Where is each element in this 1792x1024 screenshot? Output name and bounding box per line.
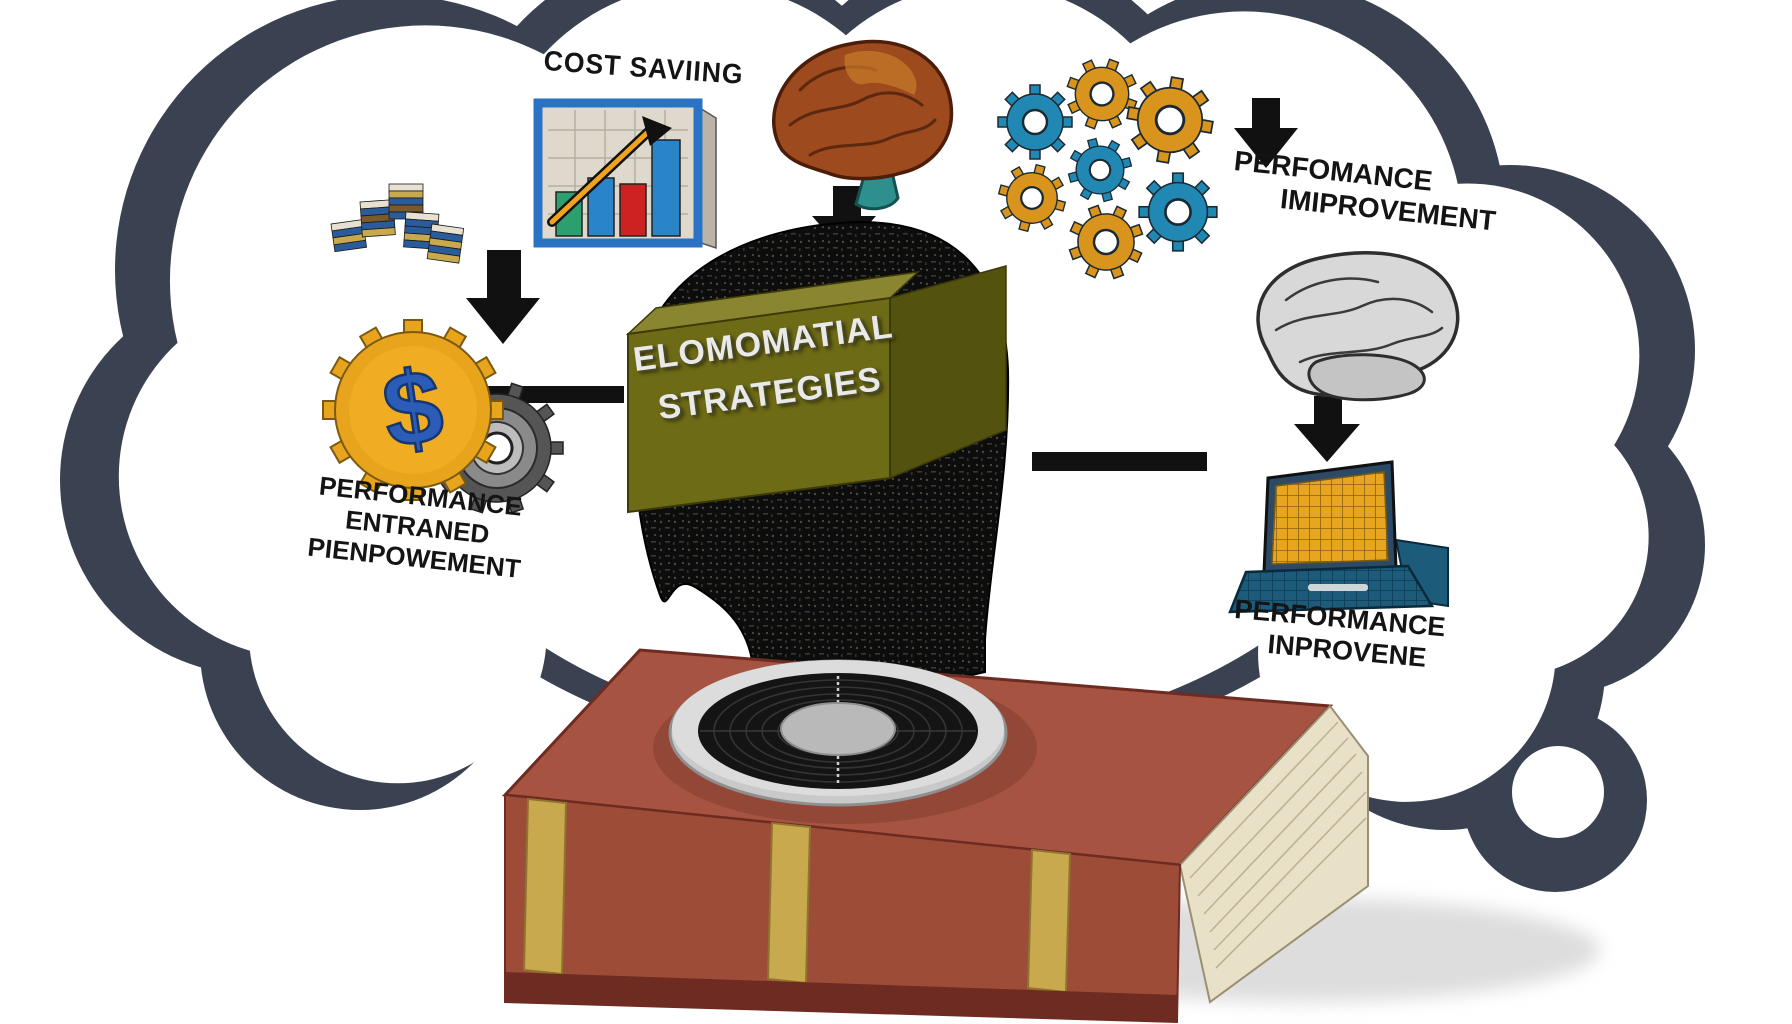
book-gold-bands bbox=[522, 797, 1072, 994]
down-arrow-icon-laptop bbox=[1294, 396, 1360, 462]
disc-center bbox=[780, 702, 896, 756]
down-arrow-icon-books bbox=[466, 250, 540, 344]
brain-icon-sketch bbox=[1256, 251, 1460, 402]
laptop-icon bbox=[1228, 460, 1449, 614]
dollar-gear-icon: $ bbox=[322, 319, 564, 514]
book-pages bbox=[1178, 704, 1369, 1004]
brain-icon-color bbox=[772, 39, 954, 211]
book-stacks-icon bbox=[330, 183, 465, 264]
book-base-edge bbox=[505, 972, 1177, 1022]
speaker-disc bbox=[668, 659, 1008, 807]
book bbox=[501, 648, 1600, 1024]
connector-right bbox=[1032, 452, 1207, 471]
bar-chart-icon bbox=[533, 98, 717, 250]
strategy-box bbox=[625, 265, 1007, 514]
down-arrow-icon-label-right bbox=[1234, 98, 1298, 168]
trackpad bbox=[1308, 584, 1368, 591]
